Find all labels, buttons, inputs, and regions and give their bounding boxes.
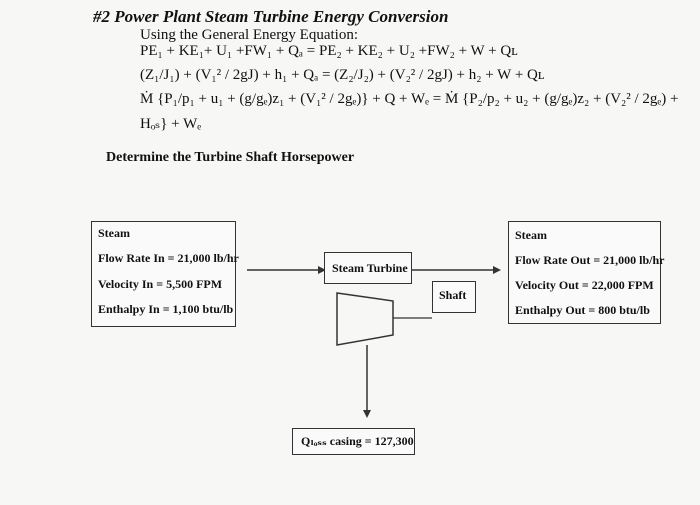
casing-loss-arrowhead bbox=[363, 410, 371, 418]
inlet-heading: Steam bbox=[98, 226, 130, 240]
shaft-label: Shaft bbox=[439, 288, 467, 302]
outlet-velocity: Velocity Out = 22,000 FPM bbox=[515, 278, 654, 292]
inlet-steam-box: Steam Flow Rate In = 21,000 lb/hr Veloci… bbox=[91, 221, 239, 327]
equation-line-4: Hₒₛ} + Wₑ bbox=[140, 116, 202, 132]
outlet-arrowhead bbox=[493, 266, 501, 274]
shaft-box: Shaft bbox=[432, 281, 476, 313]
equation-line-1: PE₁ + KE₁+ U₁ +FW₁ + Qₐ = PE₂ + KE₂ + U₂… bbox=[140, 43, 518, 59]
inlet-arrowhead bbox=[318, 266, 326, 274]
inlet-flow-rate: Flow Rate In = 21,000 lb/hr bbox=[98, 251, 239, 265]
outlet-flow-rate: Flow Rate Out = 21,000 lb/hr bbox=[515, 253, 665, 267]
outlet-heading: Steam bbox=[515, 228, 547, 242]
turbine-body-shape bbox=[336, 292, 394, 346]
problem-title: #2 Power Plant Steam Turbine Energy Conv… bbox=[93, 7, 449, 26]
steam-turbine-label: Steam Turbine bbox=[332, 261, 408, 275]
outlet-steam-box: Steam Flow Rate Out = 21,000 lb/hr Veloc… bbox=[508, 221, 665, 324]
task-statement: Determine the Turbine Shaft Horsepower bbox=[106, 150, 355, 165]
equation-line-2: (Z₁/J₁) + (V₁² / 2gJ) + h₁ + Qₐ = (Z₂/J₂… bbox=[140, 67, 545, 83]
outlet-enthalpy: Enthalpy Out = 800 btu/lb bbox=[515, 303, 650, 317]
intro-text: Using the General Energy Equation: bbox=[140, 27, 358, 43]
steam-turbine-label-box: Steam Turbine bbox=[324, 252, 412, 284]
inlet-velocity: Velocity In = 5,500 FPM bbox=[98, 277, 223, 291]
casing-loss-label: Qₗₒₛₛ casing = 127,300 bbox=[301, 434, 414, 448]
casing-loss-box: Qₗₒₛₛ casing = 127,300 bbox=[292, 428, 415, 455]
inlet-enthalpy: Enthalpy In = 1,100 btu/lb bbox=[98, 302, 234, 316]
equation-line-3: Ṁ {P₁/p₁ + u₁ + (g/gₑ)z₁ + (V₁² / 2gₑ)} … bbox=[140, 91, 679, 107]
